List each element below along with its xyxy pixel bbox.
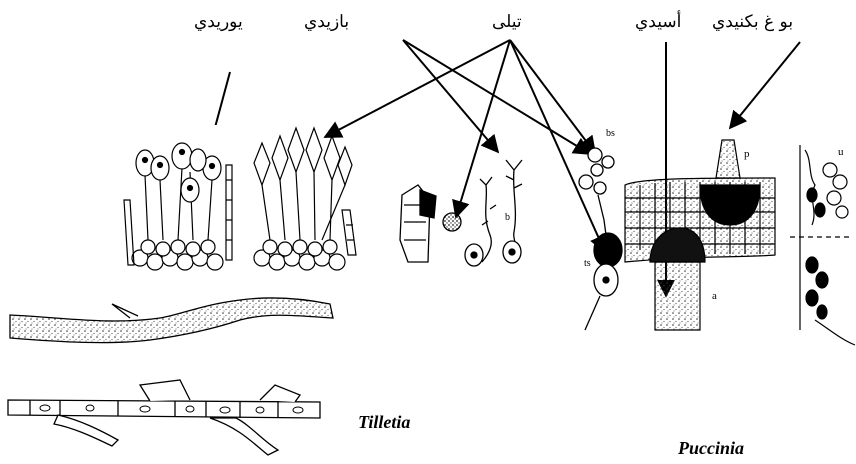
puccinia-leaf-section-drawing: [625, 140, 775, 330]
letter-p: p: [744, 148, 750, 160]
genus-tilletia: Tilletia: [358, 412, 410, 433]
arrow-basidi-1: [403, 40, 498, 152]
genus-puccinia: Puccinia: [678, 438, 744, 459]
letter-u: u: [838, 146, 844, 158]
label-basidium: بازيدي: [304, 12, 349, 32]
letter-bs: bs: [606, 128, 615, 139]
letter-a: a: [712, 290, 717, 302]
arrow-teli-2: [456, 40, 510, 217]
aseptate-hypha: [10, 298, 333, 343]
uredi-sorus-drawing: [118, 125, 238, 275]
letter-ts: ts: [584, 258, 591, 269]
basidia-sorus-drawing: [254, 128, 356, 270]
tilletia-germination-drawing: [400, 160, 522, 266]
label-aecidium: أسيدي: [635, 12, 681, 32]
septate-hypha: [8, 400, 320, 418]
arrow-pycnid: [730, 42, 800, 128]
puccinia-side-strip-drawing: [790, 145, 855, 345]
label-urediospore: يوريدي: [194, 12, 243, 32]
hyphae-drawing: [8, 298, 333, 455]
puccinia-basidium-drawing: [579, 148, 622, 330]
arrow-basidi-2: [403, 40, 590, 154]
letter-b: b: [505, 212, 510, 223]
label-pycnidiospore: بو غ بكنيدي: [712, 12, 793, 32]
label-teliospore: تيلى: [492, 12, 522, 32]
